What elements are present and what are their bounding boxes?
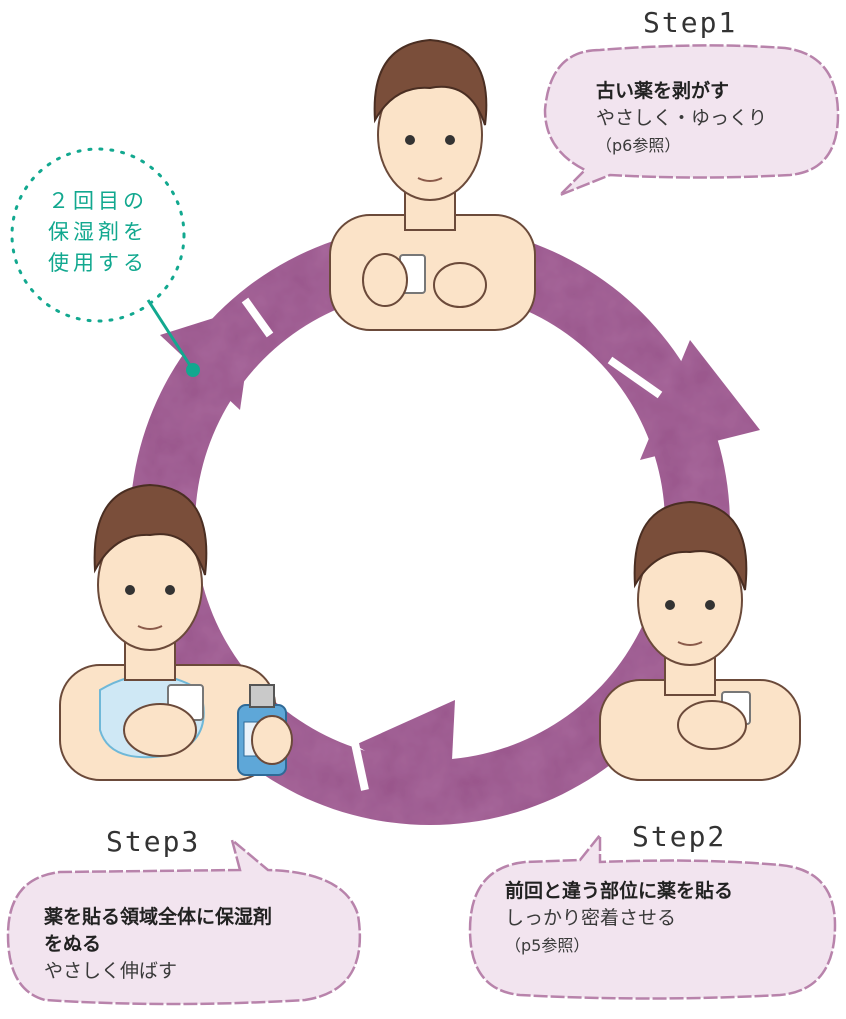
step3-title2: をぬる [44, 931, 272, 958]
step2-line2: しっかり密着させる [505, 905, 733, 932]
step1-text: 古い薬を剥がす やさしく・ゆっくり （p6参照） [596, 78, 767, 159]
step1-line2: やさしく・ゆっくり [596, 105, 767, 132]
step1-title: 古い薬を剥がす [596, 78, 767, 105]
step3-line2: やさしく伸ばす [44, 958, 272, 985]
step3-title: 薬を貼る領域全体に保湿剤 [44, 904, 272, 931]
step2-title: 前回と違う部位に薬を貼る [505, 878, 733, 905]
step2-text: 前回と違う部位に薬を貼る しっかり密着させる （p5参照） [505, 878, 733, 959]
step3-text: 薬を貼る領域全体に保湿剤 をぬる やさしく伸ばす [44, 904, 272, 985]
step2-line3: （p5参照） [505, 932, 733, 959]
step1-line3: （p6参照） [596, 132, 767, 159]
